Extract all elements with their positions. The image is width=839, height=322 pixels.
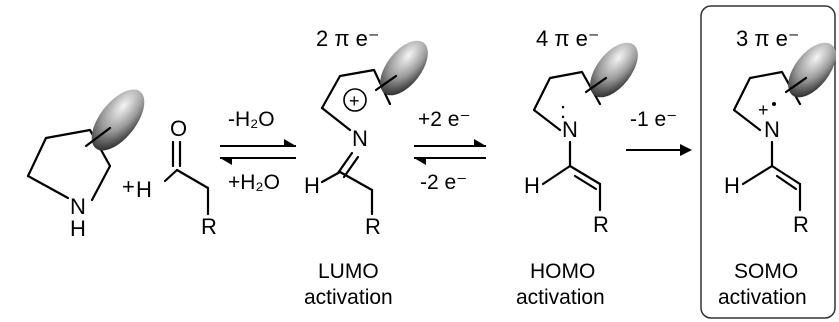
atom-r: R [793, 212, 809, 237]
atom-h: H [524, 173, 540, 198]
enamine-caption-line1: HOMO [530, 260, 595, 283]
step2-forward-label: +2 e⁻ [418, 108, 471, 131]
atom-n: N [764, 117, 780, 142]
radical-cation-caption-line2: activation [718, 286, 807, 309]
step2-reverse-label: -2 e⁻ [420, 171, 467, 194]
aldehyde: O H R [136, 116, 217, 239]
radical-plus: + [758, 100, 769, 120]
atom-n: N [562, 117, 578, 142]
atom-h: H [724, 173, 740, 198]
oxidation-arrow: -1 e⁻ [626, 108, 692, 156]
equilibrium-arrow-2: +2 e⁻ -2 e⁻ [414, 108, 486, 194]
atom-n: N [70, 194, 86, 219]
steric-shield-icon [91, 89, 145, 151]
plus-sign: + [122, 174, 135, 199]
steric-shield-icon [380, 40, 428, 96]
pyrrolidine-ring-proper [26, 89, 145, 202]
atom-h: H [70, 216, 86, 241]
cation-charge-icon [343, 88, 367, 112]
pyrrolidine-catalyst: N H [70, 194, 86, 241]
equilibrium-arrow-1: -H₂O +H₂O [220, 108, 296, 194]
radical-cation: 3 π e⁻ + N H R SOMO activation [700, 5, 836, 319]
lone-pair: : [560, 98, 566, 123]
iminium-electrons: 2 π e⁻ [316, 26, 380, 51]
atom-h: H [304, 173, 320, 198]
atom-n: N [352, 126, 368, 151]
step3-forward-label: -1 e⁻ [630, 108, 677, 131]
step1-forward-label: -H₂O [228, 108, 275, 131]
steric-shield-icon [590, 42, 638, 98]
iminium-caption-line1: LUMO [318, 260, 379, 283]
atom-r: R [201, 214, 217, 239]
somo-box [700, 5, 836, 319]
atom-r: R [365, 214, 381, 239]
iminium-caption-line2: activation [304, 286, 393, 309]
atom-o: O [170, 116, 187, 141]
radical-cation-electrons: 3 π e⁻ [736, 26, 800, 51]
cation-plus: + [349, 91, 360, 111]
atom-r: R [593, 212, 609, 237]
enamine: 4 π e⁻ : N H R HOMO activation [516, 26, 638, 309]
radical-dot-icon [772, 102, 776, 106]
enamine-caption-line2: activation [516, 286, 605, 309]
enamine-electrons: 4 π e⁻ [536, 26, 600, 51]
radical-cation-caption-line1: SOMO [734, 260, 798, 283]
step1-reverse-label: +H₂O [228, 171, 280, 194]
atom-h: H [136, 177, 152, 202]
steric-shield-icon [788, 42, 836, 98]
iminium-ion: 2 π e⁻ + N H R LUMO activation [304, 26, 428, 309]
